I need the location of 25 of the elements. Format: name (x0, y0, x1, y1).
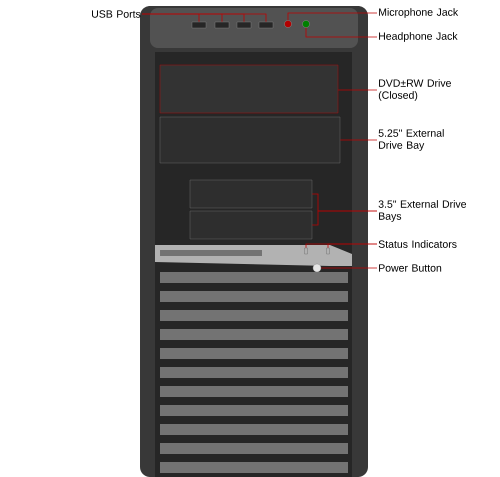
usb-port (214, 22, 230, 28)
callout-label: Headphone Jack (379, 32, 458, 42)
status-light (304, 248, 308, 254)
drive-bay (160, 116, 340, 164)
callout-label: DVD±RW Drive (Closed) (378, 79, 451, 101)
leader-line (328, 244, 378, 248)
power-button (312, 264, 322, 272)
callout-label: Microphone Jack (379, 8, 458, 18)
status-light (326, 248, 330, 254)
microphone-jack (284, 20, 292, 28)
leader-line (142, 14, 266, 22)
callout-label: Status Indicators (378, 240, 457, 248)
usb-port (236, 22, 252, 28)
usb-port (192, 22, 206, 28)
leader-line (312, 210, 378, 226)
drive-bay (190, 210, 312, 240)
headphone-jack (302, 20, 310, 28)
callout-label: 3.5" External Drive Bays (378, 200, 466, 222)
callout-label: Power Button (379, 264, 442, 272)
usb-port (258, 22, 274, 28)
optical-drive (160, 64, 338, 114)
callout-label: 5.25" External Drive Bay (378, 129, 444, 151)
leader-line (306, 27, 378, 38)
drive-bay (190, 180, 312, 208)
callout-label: USB Ports (92, 10, 140, 18)
